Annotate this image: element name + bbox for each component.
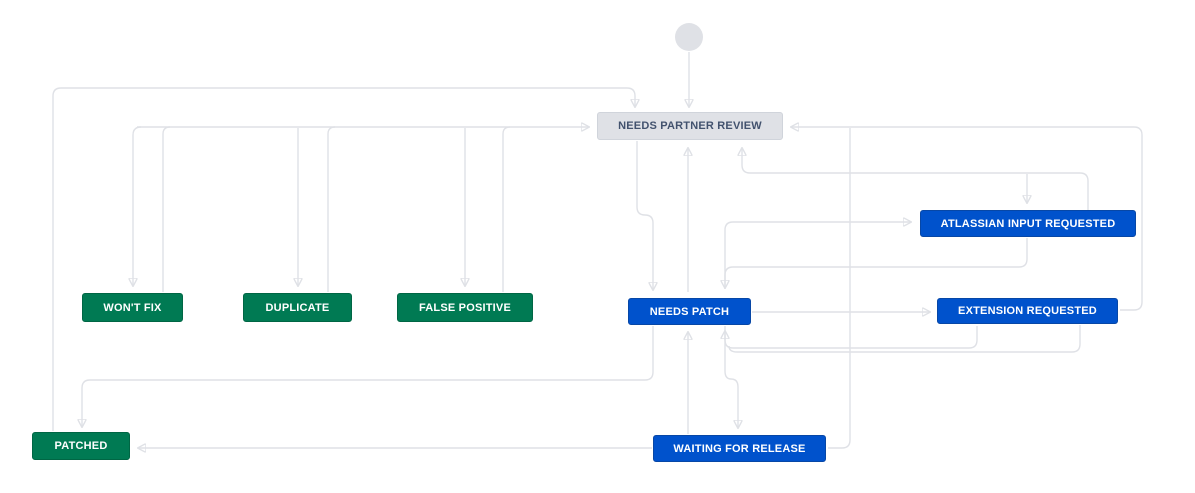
transition-wfr-to-npr	[828, 128, 851, 449]
transition-patched-to-npr	[52, 87, 635, 431]
status-needs-partner-review[interactable]: NEEDS PARTNER REVIEW	[597, 112, 783, 140]
transition-np-to-air	[724, 222, 910, 289]
status-extension-requested[interactable]: EXTENSION REQUESTED	[937, 298, 1118, 324]
status-atlassian-input-requested[interactable]: ATLASSIAN INPUT REQUESTED	[920, 210, 1136, 237]
status-patched[interactable]: PATCHED	[32, 432, 130, 460]
start-node-circle[interactable]	[675, 23, 703, 51]
transition-er-to-npr	[792, 127, 1143, 311]
status-needs-patch[interactable]: NEEDS PATCH	[628, 298, 751, 325]
status-wont-fix[interactable]: WON'T FIX	[82, 293, 183, 322]
transition-air-to-np	[725, 238, 1028, 287]
transition-duplicate-to-npr	[327, 126, 336, 292]
transition-falsepositive-to-npr	[502, 126, 511, 292]
transition-wontfix-to-npr	[162, 126, 171, 292]
transition-np-to-patched	[82, 326, 654, 426]
transition-npr-to-wontfix	[133, 126, 142, 285]
transition-er-to-np	[725, 326, 978, 349]
transition-er-lane2	[728, 325, 1081, 353]
status-duplicate[interactable]: DUPLICATE	[243, 293, 352, 322]
status-false-positive[interactable]: FALSE POSITIVE	[397, 293, 533, 322]
status-waiting-for-release[interactable]: WAITING FOR RELEASE	[653, 435, 826, 462]
transition-air-to-npr	[742, 149, 1089, 210]
transition-npr-to-np	[636, 141, 653, 289]
transition-np-to-wfr	[724, 326, 738, 427]
